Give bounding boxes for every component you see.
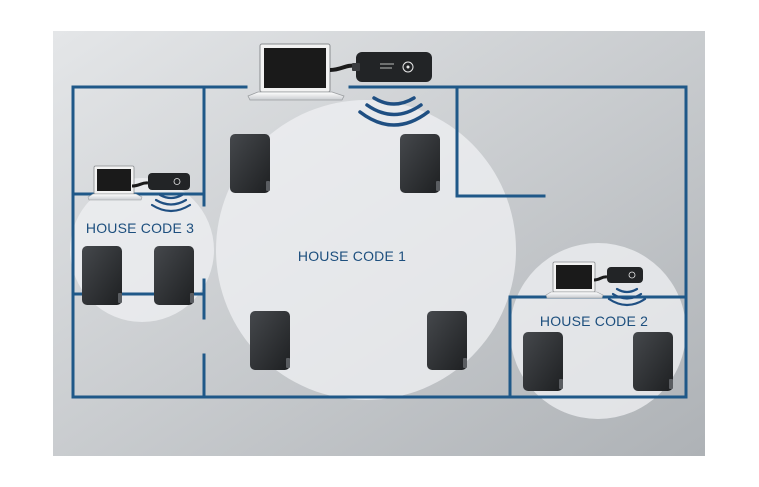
usb-cable	[131, 181, 149, 188]
usb-adapter-icon	[607, 267, 643, 283]
usb-cable	[593, 275, 608, 282]
usb-adapter-icon	[148, 173, 190, 190]
usb-adapter-icon	[352, 52, 432, 82]
laptop-icon	[247, 43, 345, 101]
speaker-icon	[400, 134, 440, 193]
laptop-icon	[545, 261, 604, 299]
transmitter-group-2	[545, 261, 647, 307]
speaker-icon	[523, 332, 563, 391]
transmitter-group-1	[247, 43, 432, 127]
inner-wall-e	[455, 86, 546, 198]
speaker-icon	[230, 134, 270, 193]
wireless-signal-icon	[150, 193, 192, 213]
coverage-zone-2	[510, 243, 686, 419]
transmitter-group-3	[87, 165, 192, 213]
speaker-icon	[427, 311, 467, 370]
wireless-signal-icon	[358, 96, 430, 127]
wireless-signal-icon	[607, 287, 647, 307]
speaker-icon	[82, 246, 122, 305]
speakers	[82, 134, 673, 391]
zone-label-2: HOUSE CODE 2	[540, 313, 648, 329]
speaker-icon	[633, 332, 673, 391]
zone-label-1: HOUSE CODE 1	[298, 248, 406, 264]
speaker-icon	[250, 311, 290, 370]
speaker-icon	[154, 246, 194, 305]
zone-label-3: HOUSE CODE 3	[86, 220, 194, 236]
laptop-icon	[87, 165, 143, 201]
